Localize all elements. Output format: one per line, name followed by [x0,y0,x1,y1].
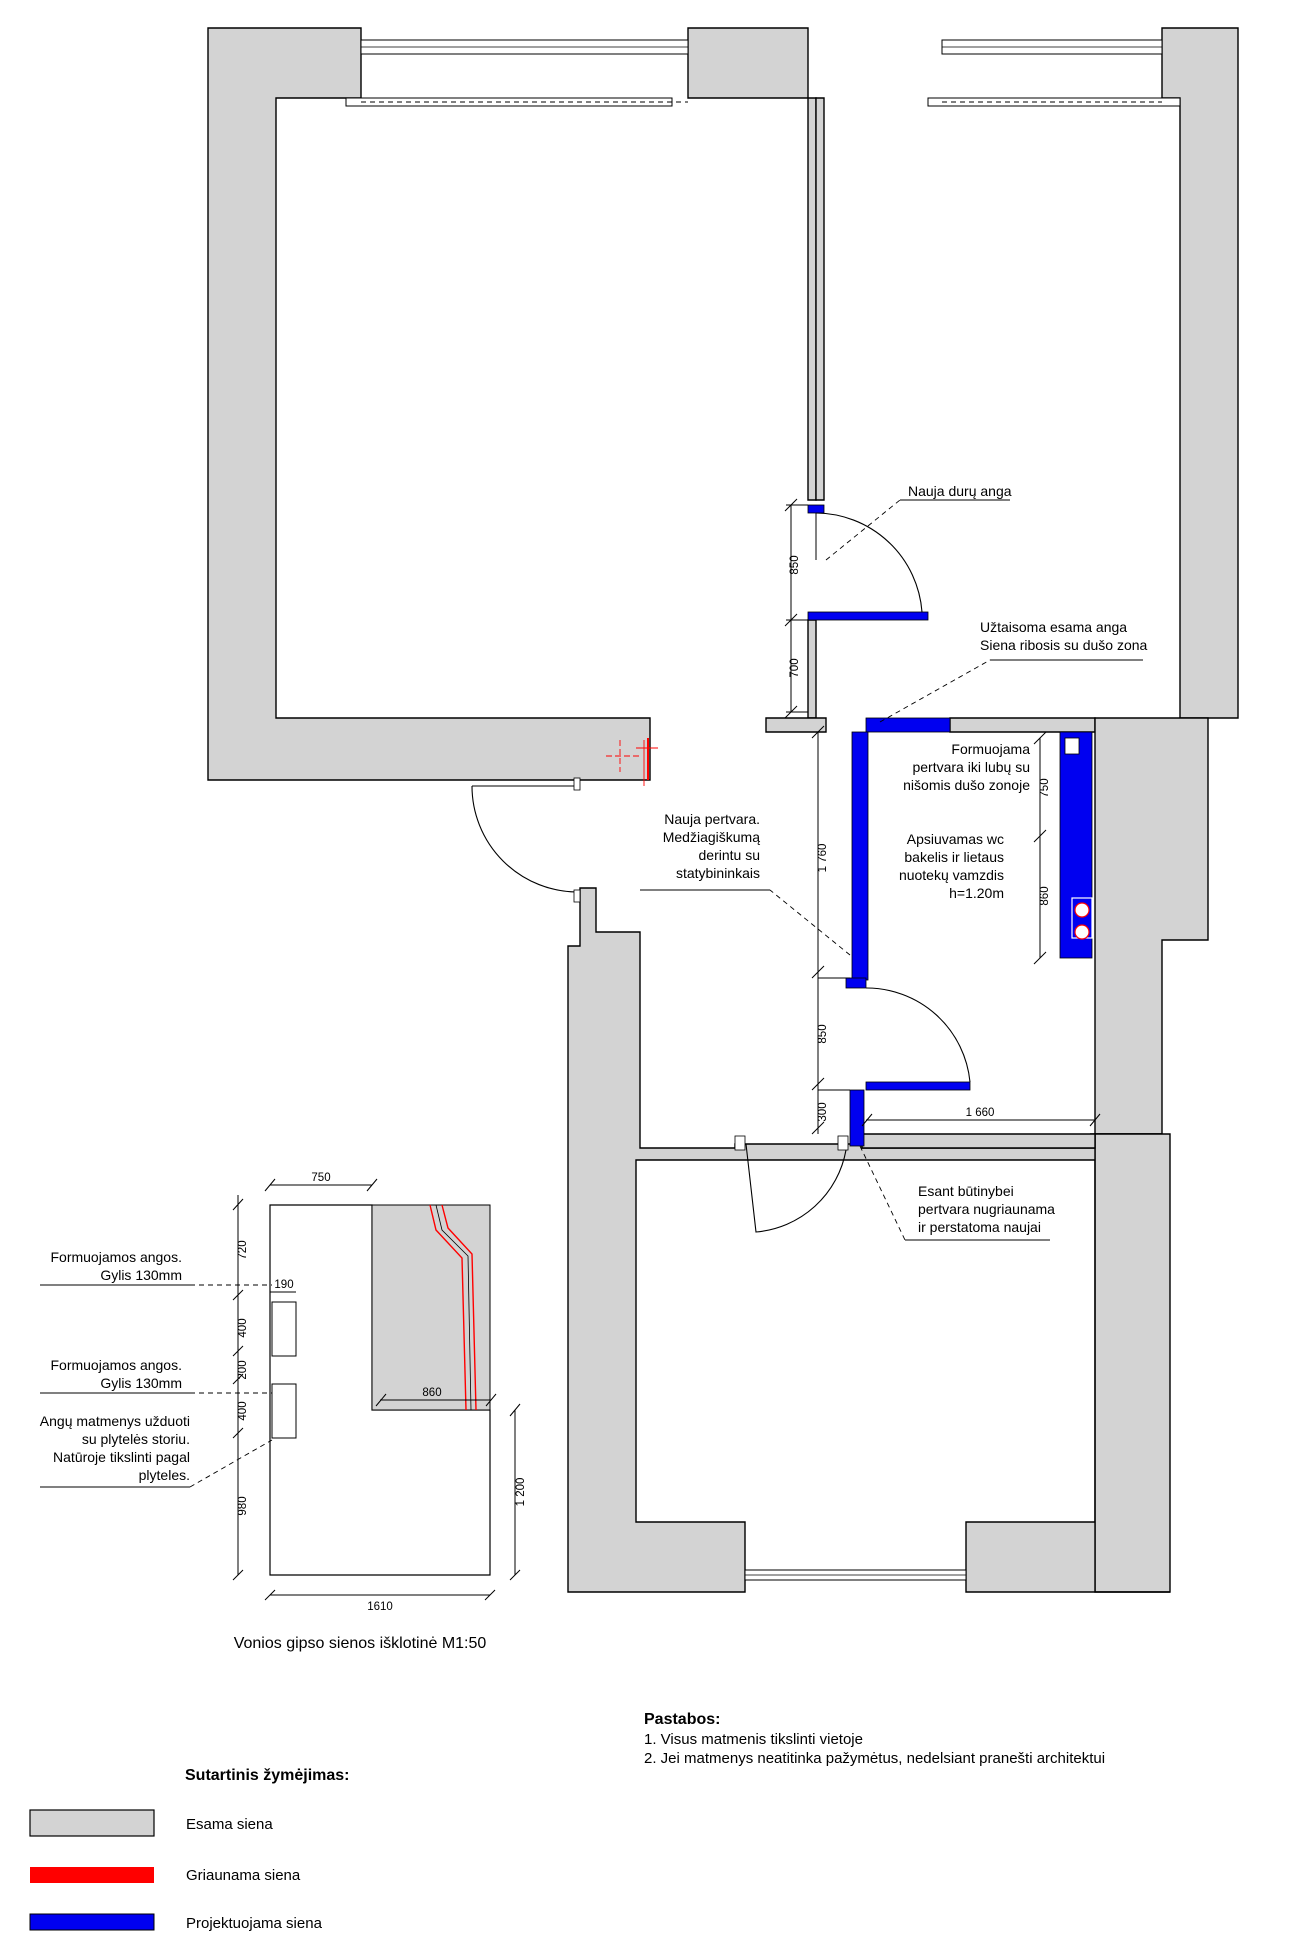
label-new-partition-1: Nauja pertvara. [664,811,760,827]
dim-elev-750: 750 [311,1172,330,1184]
doors [471,512,971,1233]
elevation-caption: Vonios gipso sienos išklotinė M1:50 [234,1635,487,1652]
dim-700: 700 [789,658,801,677]
leader-lines [640,499,1143,1241]
plan-labels: Nauja durų anga Užtaisoma esama anga Sie… [40,483,1148,1483]
new-walls [807,504,1093,1147]
label-partition-3: nišomis dušo zonoje [903,777,1030,793]
label-closed-opening-1: Užtaisoma esama anga [980,619,1127,635]
label-new-partition-4: statybininkais [676,865,760,881]
dim-elev-1200: 1 200 [515,1478,527,1507]
legend-swatch-existing [29,1809,155,1837]
legend-label-new: Projektuojama siena [186,1915,323,1932]
label-new-partition-2: Medžiagiškumą [663,829,760,845]
label-wc-4: h=1.20m [949,885,1004,901]
notes-title: Pastabos: [644,1711,720,1728]
label-closed-opening-2: Siena ribosis su dušo zona [980,637,1148,653]
notes: Pastabos: 1. Visus matmenis tikslinti vi… [644,1711,1105,1767]
dim-elev-400b: 400 [237,1401,249,1420]
legend-label-demolished: Griaunama siena [186,1867,301,1884]
label-rebuild-1: Esant būtinybei [918,1183,1014,1199]
dim-elev-400a: 400 [237,1318,249,1337]
dim-750-right: 750 [1039,778,1051,797]
label-partition-1: Formuojama [951,741,1030,757]
legend: Sutartinis žymėjimas: Esama siena Griaun… [29,1767,350,1932]
note-1: 1. Visus matmenis tikslinti vietoje [644,1731,863,1748]
dim-1760: 1 760 [817,844,829,873]
legend-swatch-demolished [30,1867,154,1883]
dim-1660: 1 660 [966,1107,995,1119]
label-wc-1: Apsiuvamas wc [907,831,1004,847]
label-tile-1: Angų matmenys užduoti [40,1413,190,1429]
label-wc-3: nuotekų vamzdis [899,867,1004,883]
label-openings-2b: Gylis 130mm [100,1375,182,1391]
label-new-door: Nauja durų anga [908,483,1012,499]
label-openings-1b: Gylis 130mm [100,1267,182,1283]
label-new-partition-3: derintu su [699,847,760,863]
legend-label-existing: Esama siena [186,1816,273,1833]
label-tile-2: su plytelės storiu. [82,1431,190,1447]
wc-box [1064,737,1093,940]
dim-850-mid: 850 [817,1024,829,1043]
dim-elev-980: 980 [237,1496,249,1515]
existing-walls [207,27,1239,1593]
note-2: 2. Jei matmenys neatitinka pažymėtus, ne… [644,1750,1105,1767]
dim-elev-190: 190 [274,1279,293,1291]
legend-swatch-new [29,1913,155,1931]
dimension-labels: 850 700 1 760 850 300 1 660 750 860 750 … [237,555,1051,1613]
label-openings-1a: Formuojamos angos. [50,1249,182,1265]
label-tile-4: plyteles. [139,1467,190,1483]
label-wc-2: bakelis ir lietaus [904,849,1004,865]
windows [345,39,1181,1581]
label-openings-2a: Formuojamos angos. [50,1357,182,1373]
dim-elev-200: 200 [237,1360,249,1379]
dim-850-top: 850 [789,555,801,574]
label-rebuild-2: pertvara nugriaunama [918,1201,1055,1217]
elevation-drawing [40,1178,521,1601]
label-rebuild-3: ir perstatoma naujai [918,1219,1041,1235]
label-tile-3: Natūroje tikslinti pagal [53,1449,190,1465]
dim-300: 300 [817,1102,829,1121]
demolished-marks [606,738,658,786]
dim-elev-720: 720 [237,1240,249,1259]
dim-860-right: 860 [1039,886,1051,905]
dim-elev-860: 860 [422,1387,441,1399]
dim-elev-1610: 1610 [367,1601,393,1613]
label-partition-2: pertvara iki lubų su [912,759,1030,775]
dimension-lines [784,498,1101,1135]
legend-title: Sutartinis žymėjimas: [185,1767,350,1784]
